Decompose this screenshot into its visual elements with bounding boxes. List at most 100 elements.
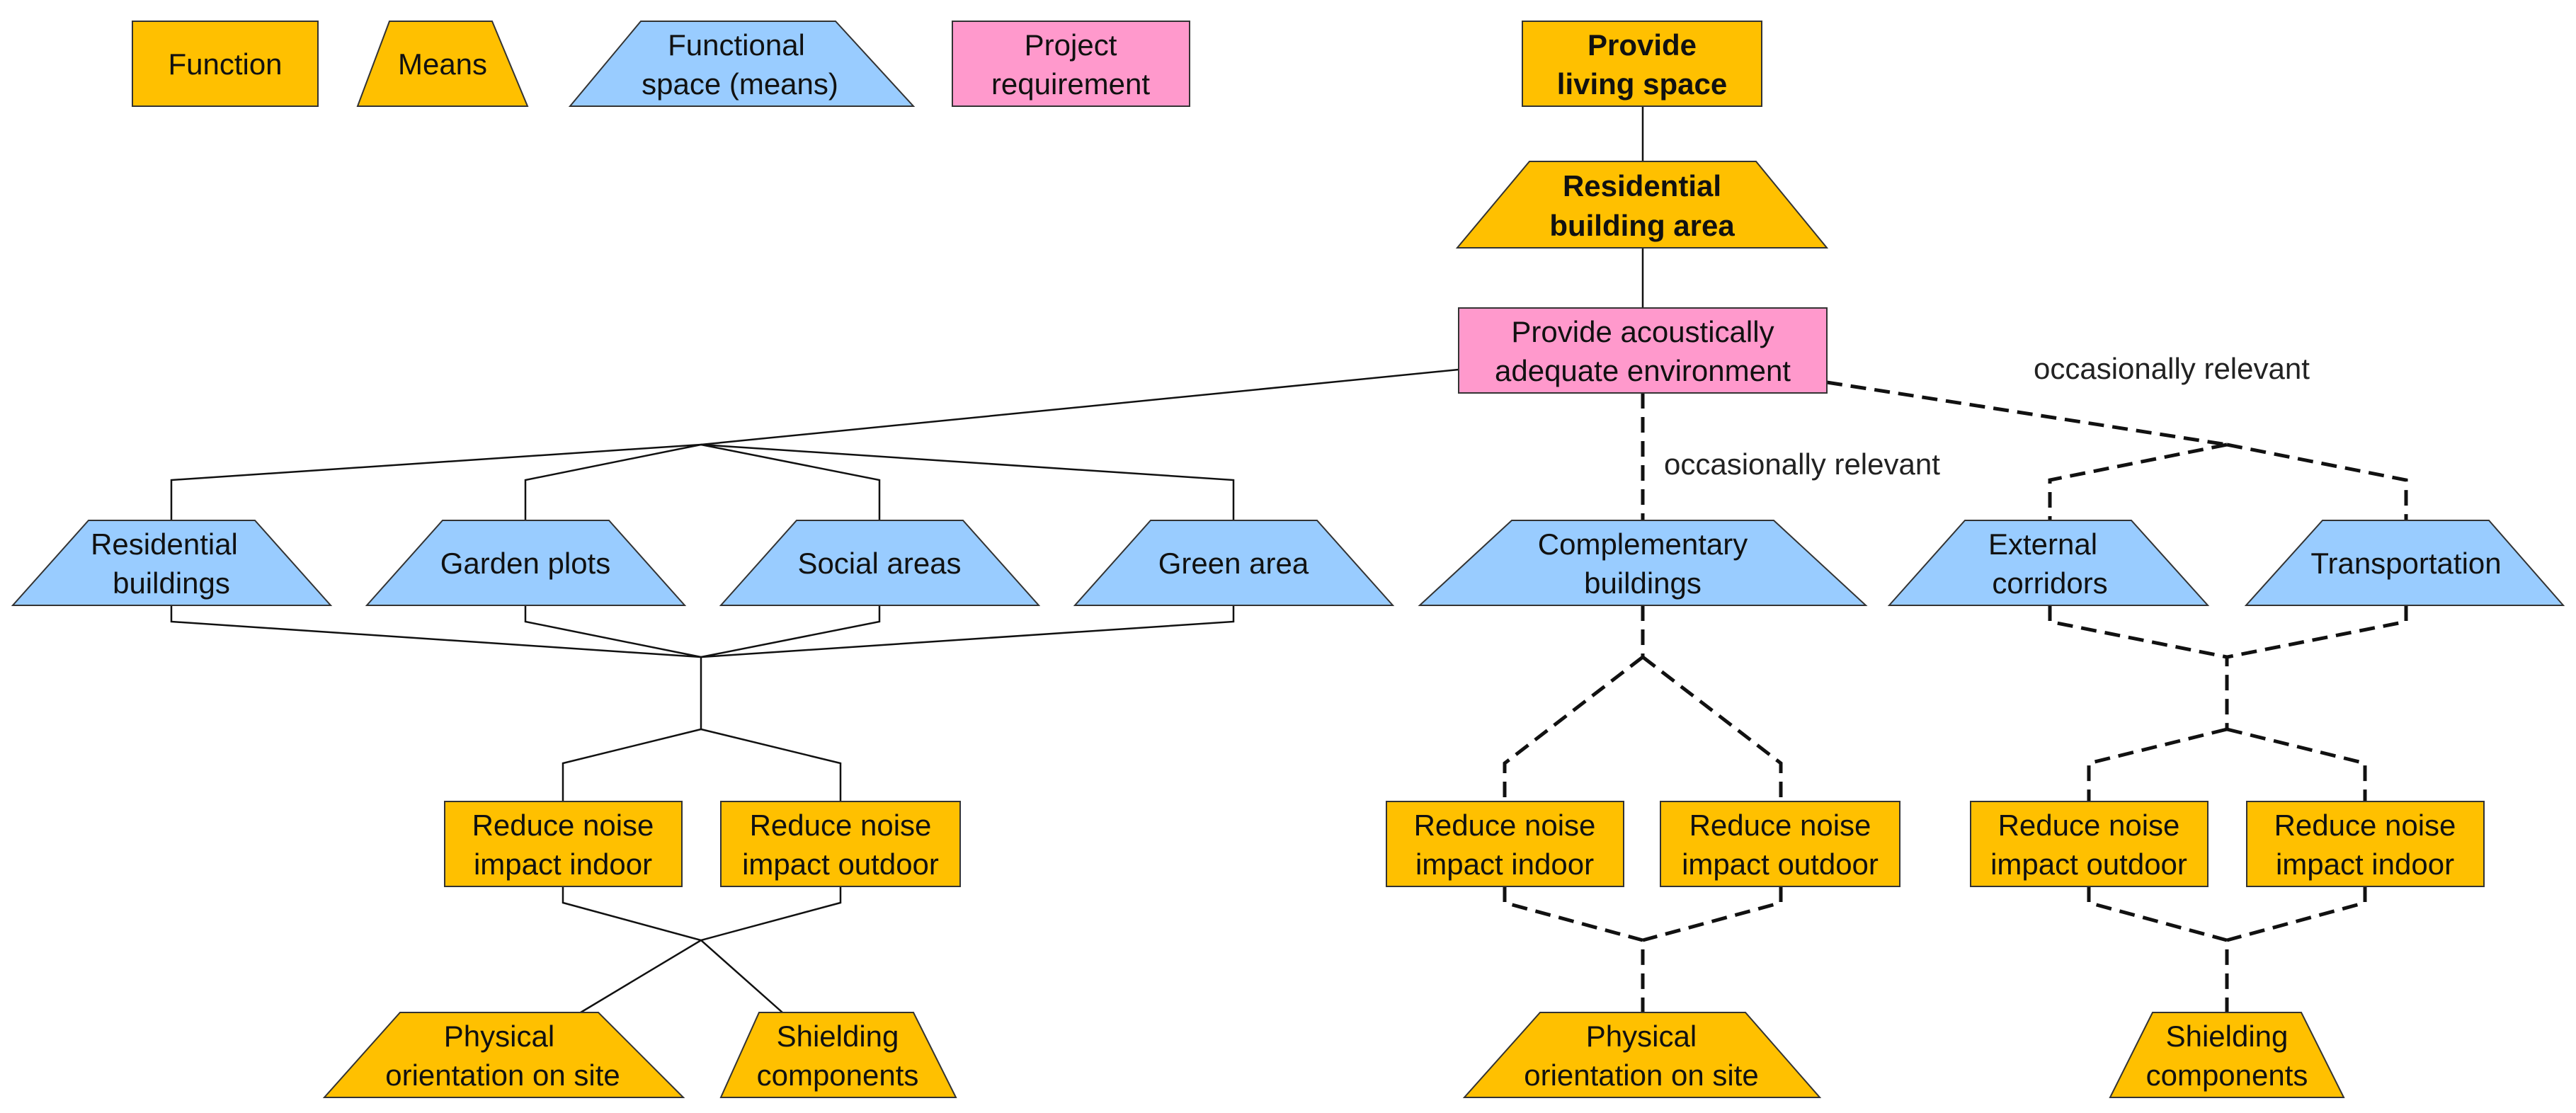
- node-residential-buildings-line-2: buildings: [113, 566, 230, 600]
- edge-complementary-to-outdoor-2: [1641, 656, 1783, 801]
- node-reduce-noise-outdoor-2: Reduce noise impact outdoor: [1660, 801, 1900, 887]
- node-external-corridors-line-1: External: [1988, 527, 2097, 561]
- node-shielding-components-1: Shielding components: [719, 1012, 957, 1098]
- node-reduce-noise-outdoor-3: Reduce noise impact outdoor: [1970, 801, 2209, 887]
- node-reduce-noise-indoor-3-line-2: impact indoor: [2276, 847, 2454, 881]
- node-reduce-noise-indoor-2-shape: [1386, 801, 1624, 887]
- node-reduce-noise-indoor-1: Reduce noise impact indoor: [444, 801, 683, 887]
- edge-indoor-1-to-shielding-1: [562, 886, 783, 1013]
- connector-lines: [170, 106, 2408, 1014]
- node-reduce-noise-indoor-3-line-1: Reduce noise: [2274, 809, 2456, 842]
- node-physical-orientation-2: Physical orientation on site: [1462, 1012, 1822, 1098]
- node-physical-orientation-1-shape: [322, 1012, 685, 1098]
- node-reduce-noise-indoor-3-shape: [2246, 801, 2485, 887]
- node-physical-orientation-1: Physical orientation on site: [322, 1012, 685, 1098]
- legend-project-requirement-label-line-2: requirement: [991, 67, 1150, 101]
- node-reduce-noise-indoor-2-line-1: Reduce noise: [1414, 809, 1596, 842]
- node-external-corridors-shape: [1887, 520, 2210, 606]
- node-reduce-noise-outdoor-2-line-1: Reduce noise: [1689, 809, 1871, 842]
- edge-indoor-3-to-shielding-2: [2225, 886, 2367, 1012]
- node-shielding-components-2: Shielding components: [2109, 1012, 2345, 1098]
- legend-function-shape: [132, 21, 319, 107]
- node-reduce-noise-indoor-2-line-2: impact indoor: [1415, 847, 1594, 881]
- node-reduce-noise-outdoor-3-line-2: impact outdoor: [1990, 847, 2187, 881]
- node-transportation: Transportation: [2244, 520, 2565, 606]
- node-provide-living-space: Provide living space: [1522, 21, 1762, 107]
- legend-means-label: Means: [398, 47, 487, 81]
- node-complementary-buildings-line-1: Complementary: [1538, 527, 1748, 561]
- edge-split-social-areas: [700, 443, 881, 520]
- legend-function: Function: [132, 21, 319, 107]
- edge-merge-residential-buildings: [170, 605, 702, 658]
- node-acoustic-requirement-shape: [1458, 307, 1828, 394]
- node-reduce-noise-indoor-3: Reduce noise impact indoor: [2246, 801, 2485, 887]
- node-residential-building-area-line-1: Residential: [1563, 169, 1721, 202]
- node-reduce-noise-indoor-1-line-1: Reduce noise: [472, 809, 654, 842]
- legend-project-requirement-label-line-1: Project: [1025, 28, 1117, 62]
- node-social-areas-label: Social areas: [797, 547, 961, 580]
- legend-function-label: Function: [168, 47, 282, 81]
- node-reduce-noise-outdoor-1: Reduce noise impact outdoor: [720, 801, 961, 887]
- node-residential-building-area-line-2: building area: [1549, 209, 1735, 242]
- node-reduce-noise-outdoor-2-shape: [1660, 801, 1900, 887]
- node-residential-building-area: Residential building area: [1455, 161, 1829, 249]
- edge-split-external-corridors: [2048, 443, 2228, 520]
- node-green-area-label: Green area: [1158, 547, 1309, 580]
- node-transportation-label: Transportation: [2310, 547, 2501, 580]
- node-transportation-shape: [2244, 520, 2565, 606]
- edge-split-garden-plots: [524, 443, 702, 520]
- node-residential-buildings-line-1: Residential: [91, 527, 238, 561]
- edge-right-split-to-outdoor-3: [2087, 727, 2228, 801]
- legend-means: Means: [356, 21, 529, 107]
- edge-indoor-2-to-physical-2: [1503, 886, 1643, 942]
- edge-split-residential-buildings: [170, 443, 702, 520]
- edge-merge-transportation: [2225, 605, 2408, 729]
- node-shielding-components-2-shape: [2109, 1012, 2345, 1098]
- node-green-area: Green area: [1073, 520, 1395, 606]
- node-provide-living-space-line-2: living space: [1557, 67, 1727, 101]
- annotation-occasionally-relevant-center: occasionally relevant: [1664, 447, 1940, 481]
- node-social-areas: Social areas: [719, 520, 1041, 606]
- edge-split-transportation: [2226, 443, 2408, 520]
- node-social-areas-shape: [719, 520, 1041, 606]
- edge-split-to-indoor-1: [562, 728, 702, 801]
- edge-merge-green-area: [700, 605, 1235, 658]
- node-reduce-noise-indoor-2: Reduce noise impact indoor: [1386, 801, 1624, 887]
- legend-functional-space-shape: [568, 21, 916, 107]
- node-reduce-noise-indoor-1-line-2: impact indoor: [474, 847, 652, 881]
- node-shielding-components-1-line-1: Shielding: [777, 1020, 899, 1053]
- node-shielding-components-1-shape: [719, 1012, 957, 1098]
- legend-functional-space: Functional space (means): [568, 21, 916, 107]
- node-reduce-noise-outdoor-2-line-2: impact outdoor: [1682, 847, 1879, 881]
- legend: Function Means Functional space (means) …: [132, 21, 1190, 107]
- edge-merge-external-corridors: [2048, 605, 2228, 659]
- node-garden-plots: Garden plots: [365, 520, 687, 606]
- node-complementary-buildings-shape: [1418, 520, 1868, 606]
- node-reduce-noise-outdoor-3-shape: [1970, 801, 2209, 887]
- node-reduce-noise-outdoor-1-line-2: impact outdoor: [742, 847, 939, 881]
- node-complementary-buildings-line-2: buildings: [1584, 566, 1702, 600]
- node-garden-plots-shape: [365, 520, 687, 606]
- node-physical-orientation-1-line-1: Physical: [444, 1020, 554, 1053]
- edge-merge-garden-plots: [524, 605, 702, 658]
- node-acoustic-requirement-line-2: adequate environment: [1495, 354, 1791, 387]
- legend-functional-space-label-line-2: space (means): [642, 67, 838, 101]
- node-physical-orientation-2-line-1: Physical: [1586, 1020, 1697, 1053]
- edge-requirement-to-residential-spaces: [700, 368, 1459, 446]
- node-reduce-noise-indoor-1-shape: [444, 801, 683, 887]
- node-provide-living-space-shape: [1522, 21, 1762, 107]
- node-physical-orientation-2-shape: [1462, 1012, 1822, 1098]
- edge-merge-social-areas: [700, 605, 881, 658]
- edge-outdoor-3-to-shielding-2: [2087, 886, 2228, 942]
- node-residential-buildings-shape: [11, 520, 333, 606]
- diagram-nodes: Provide living space Residential buildin…: [11, 21, 2565, 1098]
- legend-project-requirement-shape: [952, 21, 1190, 107]
- node-reduce-noise-outdoor-1-shape: [720, 801, 961, 887]
- annotations: occasionally relevant occasionally relev…: [1664, 352, 2310, 481]
- node-provide-living-space-line-1: Provide: [1588, 28, 1697, 62]
- node-physical-orientation-2-line-2: orientation on site: [1524, 1058, 1759, 1092]
- node-garden-plots-label: Garden plots: [440, 547, 610, 580]
- node-residential-building-area-shape: [1455, 161, 1829, 249]
- edge-outdoor-2-to-physical-2: [1641, 886, 1783, 1012]
